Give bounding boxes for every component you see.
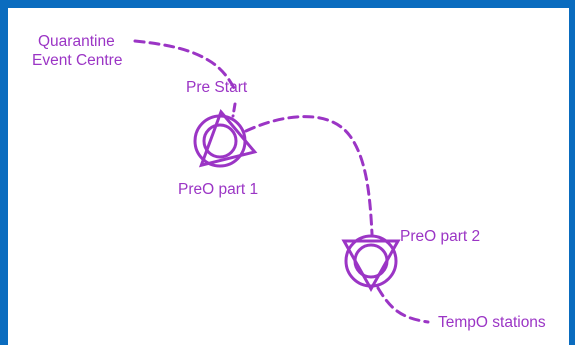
- route-part1-to-part2: [244, 115, 374, 236]
- quarantine-label-line1: Quarantine: [38, 33, 115, 50]
- inverted-triangle-in-circle-icon: [341, 234, 401, 293]
- start-triangle-in-circle-icon: [193, 108, 258, 168]
- quarantine-label-line2: Event Centre: [32, 52, 123, 69]
- course-diagram: [133, 39, 430, 324]
- course-lines: [133, 39, 430, 324]
- route-prestart-to-marker: [231, 102, 237, 118]
- tempo-stations-label: TempO stations: [438, 314, 546, 331]
- preo-part2-label: PreO part 2: [400, 228, 481, 245]
- route-part2-to-tempo: [376, 286, 430, 324]
- preo-part1-label: PreO part 1: [178, 181, 259, 198]
- pre-start-label: Pre Start: [186, 79, 248, 96]
- route-quarantine-to-prestart: [133, 39, 237, 92]
